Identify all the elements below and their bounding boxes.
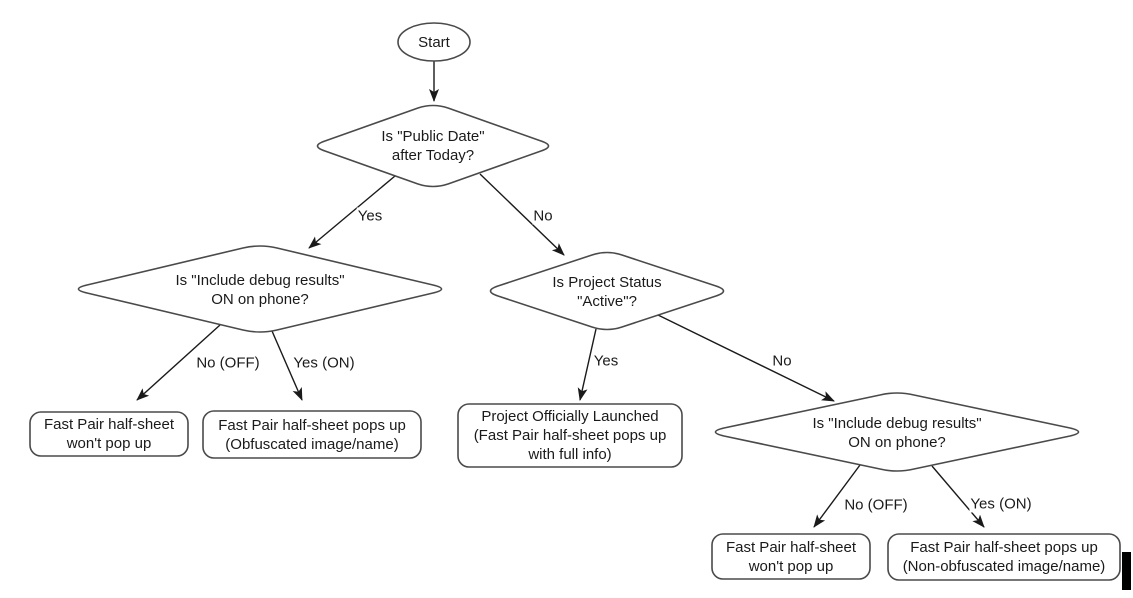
decision-project-status-shape (489, 251, 725, 331)
decision-debug-left-shape (77, 245, 443, 333)
result-no-popup-right-shape (711, 533, 871, 580)
arrow-project-status-no (657, 314, 835, 402)
result-obfuscated-popup-shape (202, 410, 422, 459)
edge-label-public-date-yes: Yes (356, 207, 384, 225)
edge-label-debug-right-no: No (OFF) (843, 496, 909, 514)
edge-label-project-status-no: No (771, 352, 793, 370)
result-non-obfuscated-popup-shape (887, 533, 1121, 581)
edge-label-debug-right-yes: Yes (ON) (969, 495, 1033, 513)
text-cursor-artifact (1122, 552, 1131, 590)
edge-label-debug-left-yes: Yes (ON) (292, 354, 356, 372)
start-terminator-shape (397, 22, 471, 62)
result-launched-shape (457, 403, 683, 468)
arrow-public-date-yes (308, 175, 396, 249)
arrow-debug-left-yes (271, 330, 303, 401)
edge-label-public-date-no: No (532, 207, 554, 225)
arrow-debug-right-no (813, 464, 861, 528)
arrow-debug-left-no (136, 324, 221, 401)
edge-label-debug-left-no: No (OFF) (195, 354, 261, 372)
arrow-public-date-no (479, 173, 565, 256)
result-no-popup-left-shape (29, 411, 189, 457)
decision-public-date-shape (316, 104, 550, 188)
edge-label-project-status-yes: Yes (592, 352, 620, 370)
arrow-project-status-yes (577, 328, 597, 401)
arrow-debug-right-yes (931, 465, 985, 528)
decision-debug-right-shape (714, 392, 1080, 472)
